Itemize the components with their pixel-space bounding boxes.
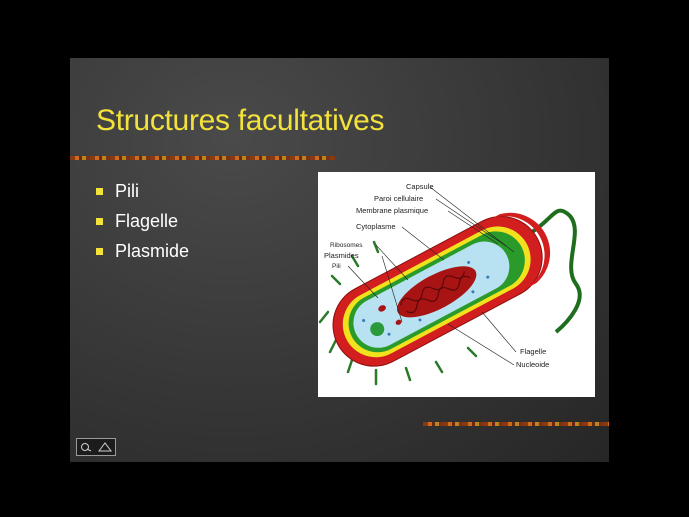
- pointer-icon[interactable]: [80, 442, 92, 452]
- label-cytoplasme: Cytoplasme: [356, 222, 396, 231]
- bullet-item: Flagelle: [96, 206, 189, 236]
- bullet-text: Plasmide: [115, 240, 190, 261]
- inclusion-granule: [370, 322, 385, 337]
- bullet-list: Pili Flagelle Plasmide: [96, 176, 189, 266]
- label-pili: Pili: [332, 263, 341, 270]
- plasmid: [395, 319, 402, 325]
- label-flagelle: Flagelle: [520, 347, 546, 356]
- bacterium-diagram: Capsule Paroi cellulaire Membrane plasmi…: [318, 172, 595, 397]
- pili-spikes: [318, 240, 478, 386]
- bullet-square-icon: [96, 217, 103, 225]
- label-paroi: Paroi cellulaire: [374, 194, 423, 203]
- bullet-square-icon: [96, 247, 103, 255]
- bullet-text: Flagelle: [115, 210, 179, 231]
- slide: Structures facultatives Pili Flagelle Pl…: [70, 58, 609, 462]
- bullet-item: Plasmide: [96, 236, 189, 266]
- label-ribosomes: Ribosomes: [330, 242, 363, 249]
- plasmid: [378, 305, 386, 312]
- slide-title: Structures facultatives: [96, 104, 385, 137]
- decorative-bar-bottom: [423, 422, 609, 426]
- flagellum: [530, 208, 582, 334]
- slide-nav-control[interactable]: [76, 438, 116, 456]
- label-nucleoide: Nucleoide: [516, 360, 549, 369]
- bullet-square-icon: [96, 187, 103, 195]
- label-capsule: Capsule: [406, 182, 434, 191]
- triangle-icon[interactable]: [98, 442, 112, 452]
- bullet-text: Pili: [115, 180, 140, 201]
- label-membrane: Membrane plasmique: [356, 206, 428, 215]
- label-plasmides: Plasmides: [324, 251, 359, 260]
- decorative-bar-top: [70, 156, 335, 160]
- bullet-item: Pili: [96, 176, 189, 206]
